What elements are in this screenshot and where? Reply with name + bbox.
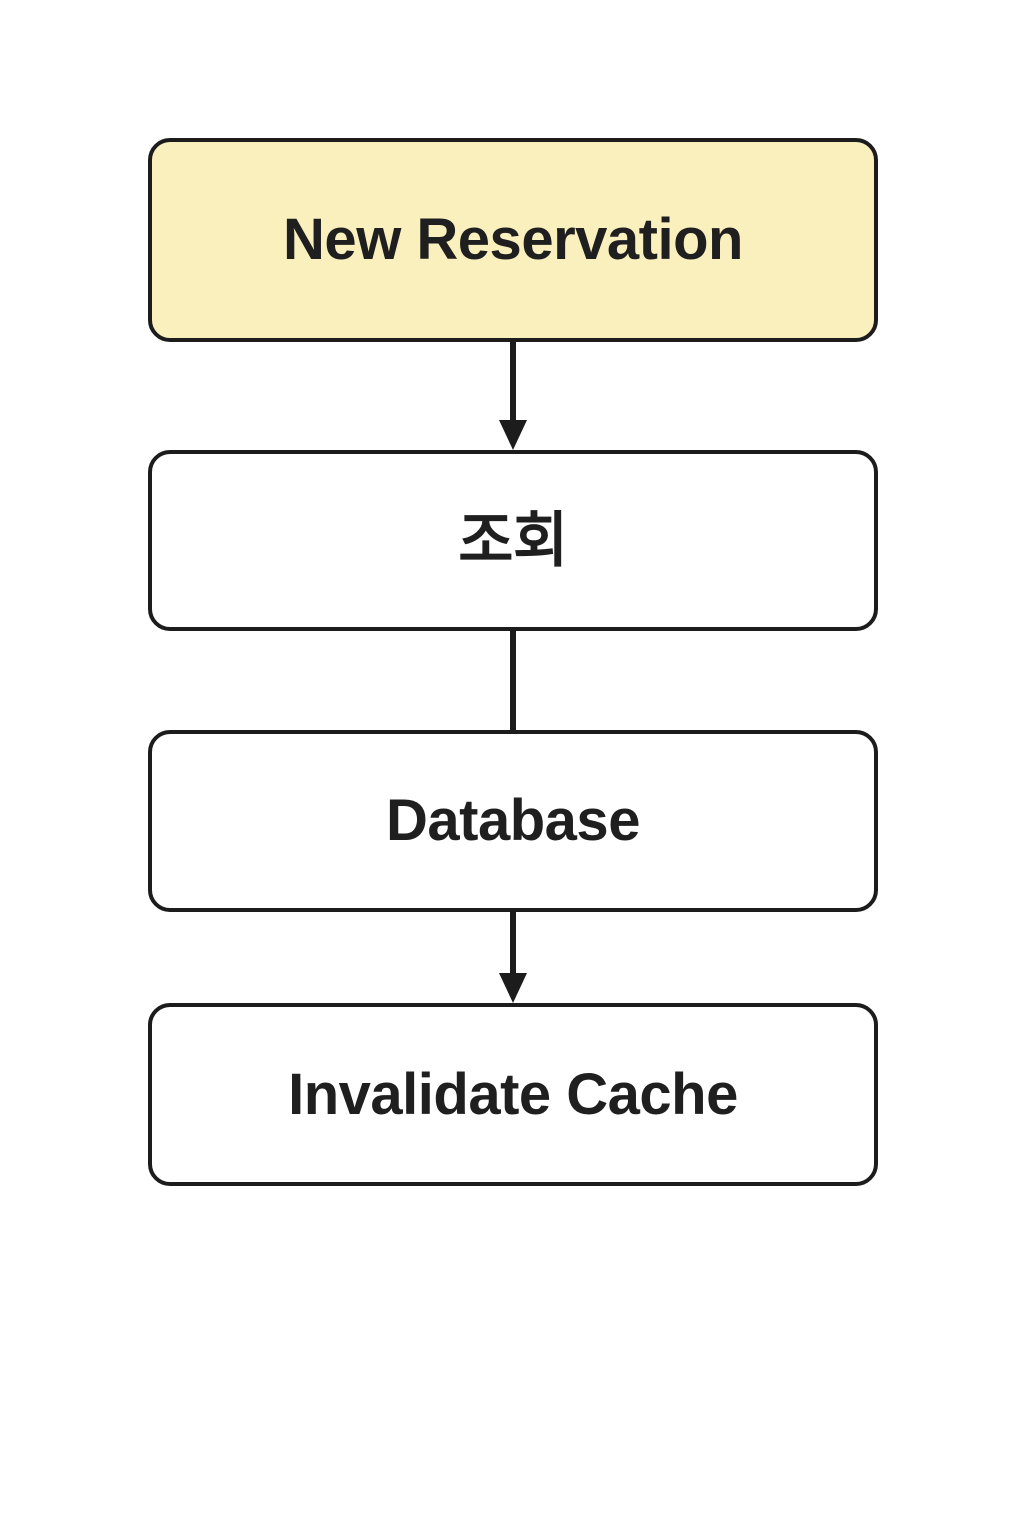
flow-node-label: Database	[386, 788, 640, 853]
flow-node-database[interactable]: Database	[148, 730, 878, 912]
flow-node-new-reservation[interactable]: New Reservation	[148, 138, 878, 342]
edge-database-to-invalidate-cache	[499, 912, 527, 1003]
flow-node-lookup[interactable]: 조회	[148, 450, 878, 631]
flow-node-label: Invalidate Cache	[288, 1061, 738, 1127]
flow-node-label: New Reservation	[283, 207, 743, 272]
flow-node-invalidate-cache[interactable]: Invalidate Cache	[148, 1003, 878, 1186]
edge-new-reservation-to-lookup	[499, 342, 527, 450]
flow-node-label: 조회	[458, 506, 568, 574]
